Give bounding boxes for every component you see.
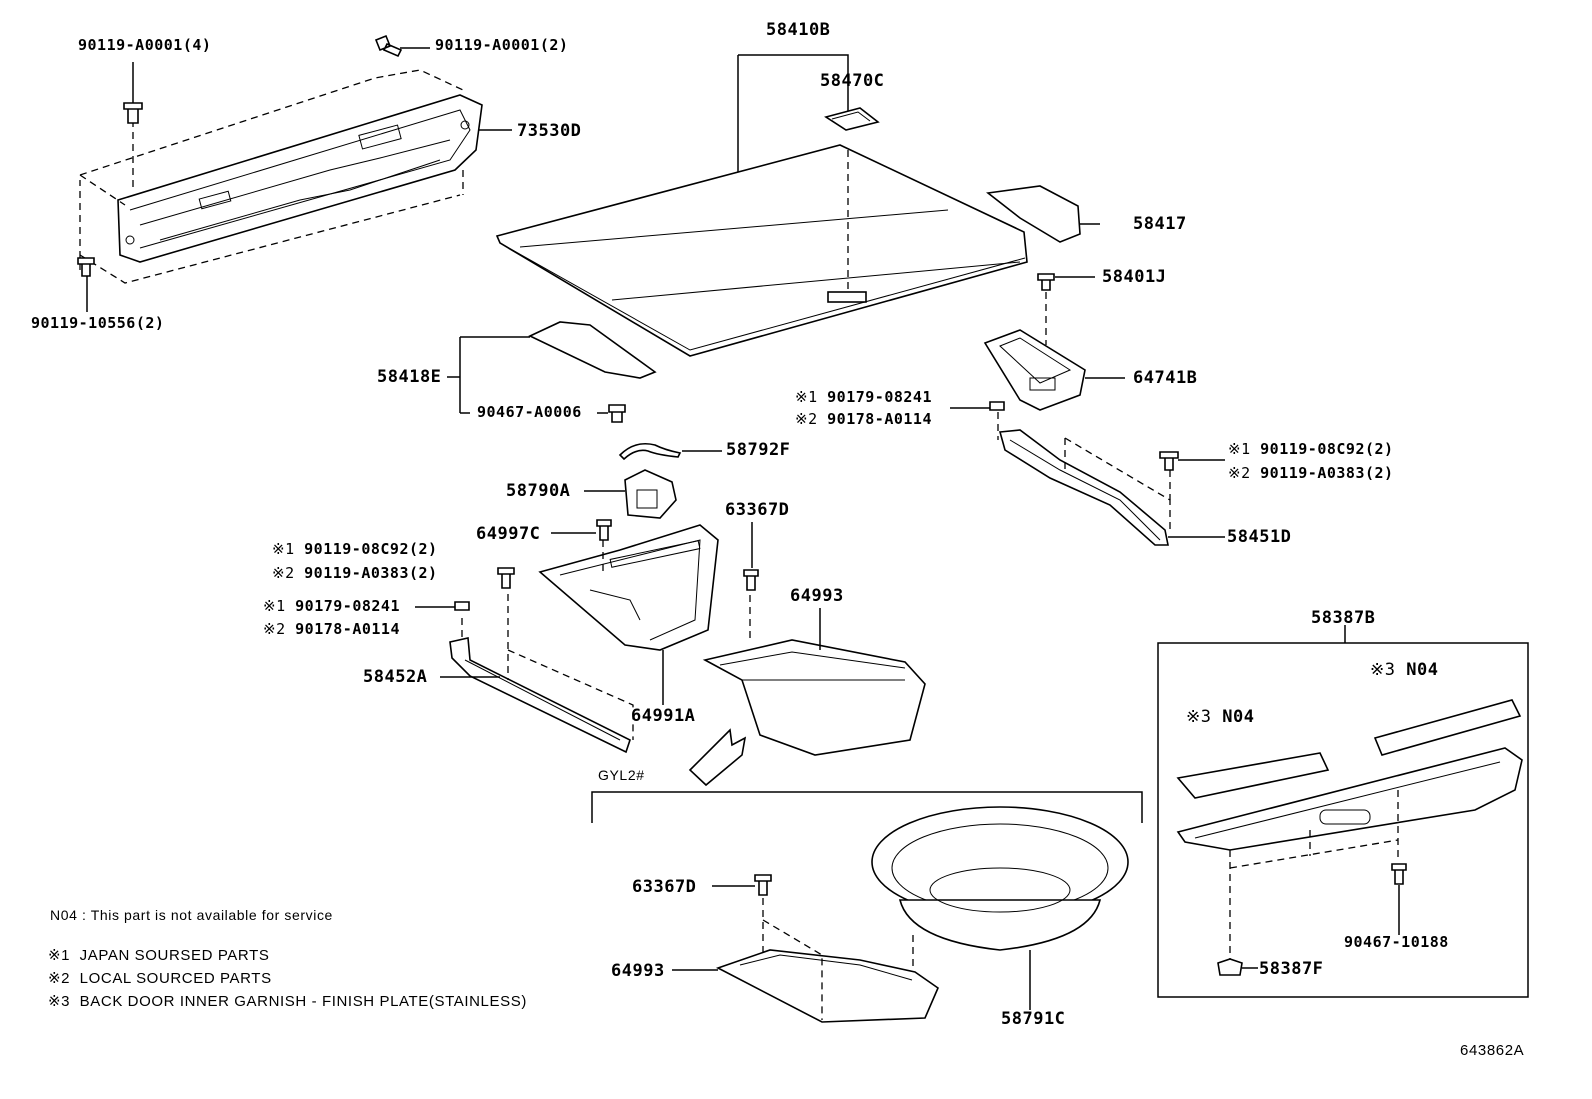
- tray-64993-bottom: [672, 874, 939, 1023]
- label-58410B: 58410B: [766, 20, 831, 40]
- label-58791C: 58791C: [1001, 1009, 1066, 1029]
- label-right-bolt-variant-2: ※2 90119-A0383(2): [1228, 464, 1394, 482]
- label-right-nut-variant-1: ※1 90179-08241: [795, 388, 932, 406]
- label-73530D: 73530D: [517, 121, 582, 141]
- handle-58470C: [824, 107, 880, 131]
- diagram-id: 643862A: [1460, 1042, 1525, 1059]
- cover-58418E: [447, 321, 657, 423]
- clip-58401J: [1037, 273, 1095, 345]
- note-japan-sourced: ※1 JAPAN SOURSED PARTS: [48, 947, 270, 964]
- label-58418E: 58418E: [377, 367, 442, 387]
- label-right-nut-variant-2: ※2 90178-A0114: [795, 410, 932, 428]
- label-64991A: 64991A: [631, 706, 696, 726]
- label-58792F: 58792F: [726, 440, 791, 460]
- label-63367D-bottom: 63367D: [632, 877, 697, 897]
- bolt-icons-73530D: [77, 34, 403, 277]
- label-right-bolt-variant-1: ※1 90119-08C92(2): [1228, 440, 1394, 458]
- box-64741B: [983, 329, 1125, 411]
- label-90119-A0001-2: 90119-A0001(2): [435, 36, 569, 54]
- note-local-sourced: ※2 LOCAL SOURCED PARTS: [48, 970, 272, 987]
- rail-58452A: [415, 567, 634, 754]
- label-58451D: 58451D: [1227, 527, 1292, 547]
- label-58452A: 58452A: [363, 667, 428, 687]
- label-gyl2: GYL2#: [598, 767, 645, 783]
- rail-58451D: [950, 401, 1225, 546]
- label-58790A: 58790A: [506, 481, 571, 501]
- label-64993-top: 64993: [790, 586, 844, 606]
- bracket-73530D: [79, 47, 512, 312]
- deck-board-58410B: [495, 54, 1028, 357]
- label-n04-left: ※3 N04: [1186, 707, 1255, 727]
- note-back-door-garnish: ※3 BACK DOOR INNER GARNISH - FINISH PLAT…: [48, 993, 527, 1010]
- box-64993-top: [688, 522, 926, 787]
- label-64741B: 64741B: [1133, 368, 1198, 388]
- label-90119-A0001-4: 90119-A0001(4): [78, 36, 212, 54]
- gyl2-bracket: [591, 791, 1143, 823]
- note-n04: N04 : This part is not available for ser…: [50, 907, 333, 923]
- label-58387B: 58387B: [1311, 608, 1376, 628]
- label-90119-10556-2: 90119-10556(2): [31, 314, 165, 332]
- label-58470C: 58470C: [820, 71, 885, 91]
- label-64997C: 64997C: [476, 524, 541, 544]
- label-64993-bottom: 64993: [611, 961, 665, 981]
- garnish-box-58387B: [1157, 625, 1529, 998]
- label-left-bolt-variant-1: ※1 90119-08C92(2): [272, 540, 438, 558]
- label-n04-right: ※3 N04: [1370, 660, 1439, 680]
- label-58417: 58417: [1133, 214, 1187, 234]
- label-58401J: 58401J: [1102, 267, 1167, 287]
- label-left-nut-variant-1: ※1 90179-08241: [263, 597, 400, 615]
- label-90467-A0006: 90467-A0006: [477, 403, 582, 421]
- label-left-bolt-variant-2: ※2 90119-A0383(2): [272, 564, 438, 582]
- tub-58791C: [871, 806, 1129, 1010]
- label-58387F: 58387F: [1259, 959, 1324, 979]
- label-63367D-top: 63367D: [725, 500, 790, 520]
- cover-58417: [986, 185, 1100, 243]
- tray-64991A: [538, 519, 719, 705]
- bracket-58790A: [584, 469, 677, 519]
- label-90467-10188: 90467-10188: [1344, 933, 1449, 951]
- strap-58792F: [618, 442, 722, 461]
- label-left-nut-variant-2: ※2 90178-A0114: [263, 620, 400, 638]
